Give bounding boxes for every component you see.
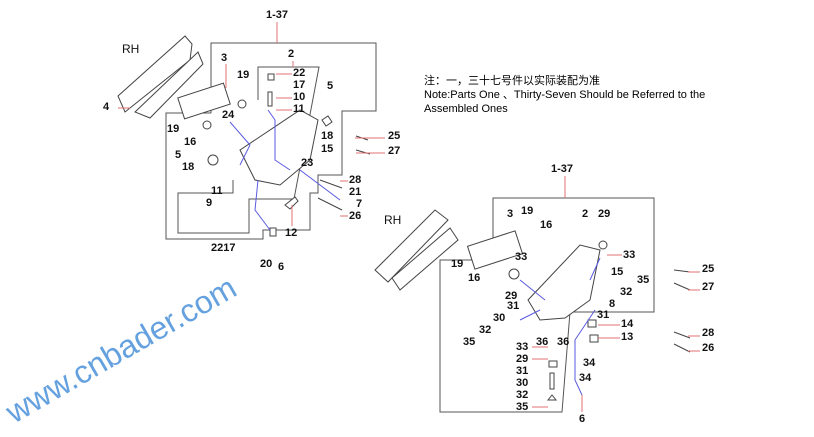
oil-cooler-icon: [466, 230, 524, 270]
note-english-line2: Assembled Ones: [424, 103, 508, 115]
rh-label-left: RH: [122, 42, 140, 56]
callout-left-15: 5: [175, 149, 182, 161]
callout-right-1: 3: [507, 208, 514, 220]
callout-left-2: 2: [288, 48, 295, 60]
callout-right-21: 13: [621, 331, 634, 343]
callout-left-13: 18: [321, 130, 334, 142]
callout-right-0: 1-37: [551, 163, 574, 175]
gasket-icon: [117, 35, 193, 113]
callout-right-24: 33: [516, 341, 529, 353]
callout-right-15: 31: [597, 309, 610, 321]
callout-left-10: 24: [222, 109, 235, 121]
callout-left-0: 1-37: [266, 9, 289, 21]
callout-right-34: 27: [702, 281, 715, 293]
oil-filter-housing-icon: [527, 244, 601, 321]
callout-right-36: 26: [702, 342, 715, 354]
callout-left-16: 18: [182, 161, 195, 173]
callout-right-22: 36: [536, 336, 549, 348]
callout-right-7: 19: [451, 258, 464, 270]
callout-right-30: 34: [583, 357, 596, 369]
callout-left-9: 4: [103, 101, 110, 113]
callout-left-17: 23: [301, 157, 314, 169]
callout-right-3: 16: [540, 219, 553, 231]
callout-left-29: 27: [388, 145, 401, 157]
right-parts: [374, 209, 691, 401]
callout-right-23: 36: [557, 336, 570, 348]
callout-right-25: 29: [516, 353, 529, 365]
callout-right-28: 32: [516, 389, 529, 401]
callout-left-21: 26: [349, 210, 362, 222]
callout-right-16: 31: [507, 300, 520, 312]
callout-left-19: 21: [349, 186, 362, 198]
callout-right-9: 33: [515, 251, 528, 263]
callout-right-10: 29: [505, 290, 518, 302]
callout-right-11: 15: [611, 266, 624, 278]
connection-lines: [229, 109, 601, 396]
callout-right-12: 35: [637, 274, 650, 286]
callout-right-14: 8: [609, 298, 616, 310]
callout-left-6: 10: [293, 91, 306, 103]
callout-left-28: 25: [388, 130, 401, 142]
callout-left-24: 12: [285, 227, 298, 239]
callout-right-20: 14: [621, 318, 634, 330]
callout-right-27: 30: [516, 377, 529, 389]
rh-label-right: RH: [384, 213, 402, 227]
callout-left-27: 6: [278, 261, 285, 273]
callout-left-1: 3: [221, 52, 228, 64]
callout-right-26: 31: [516, 365, 529, 377]
subassembly-outline-left: [177, 66, 320, 234]
callout-right-6: 33: [623, 249, 636, 261]
callout-left-26: 20: [260, 258, 273, 270]
leader-lines: [118, 22, 700, 412]
callout-left-7: 11: [293, 103, 305, 115]
callout-right-18: 32: [479, 324, 492, 336]
assembly-note: 注：一，三十七号件以实际装配为准 Note:Parts One 、Thirty-…: [424, 74, 705, 116]
callout-left-20: 7: [356, 198, 363, 210]
callout-left-23: 9: [206, 197, 213, 209]
callout-right-8: 16: [468, 272, 481, 284]
callout-right-31: 34: [579, 372, 592, 384]
callout-right-2: 19: [521, 205, 534, 217]
callout-left-11: 19: [167, 123, 180, 135]
note-chinese: 注：一，三十七号件以实际装配为准: [424, 74, 600, 87]
callout-left-8: 5: [327, 80, 334, 92]
callout-right-17: 30: [493, 312, 506, 324]
oil-cooler-icon: [177, 82, 231, 120]
assembly-outline-left: [165, 42, 377, 240]
callout-right-35: 28: [702, 327, 715, 339]
callout-left-14: 15: [321, 143, 334, 155]
callout-right-29: 35: [516, 401, 529, 413]
callout-left-4: 22: [293, 67, 306, 79]
gasket-icon: [374, 209, 449, 283]
callout-right-4: 2: [582, 208, 589, 220]
callout-right-33: 25: [702, 263, 715, 275]
callout-left-18: 28: [349, 174, 362, 186]
callout-right-5: 29: [598, 208, 611, 220]
callout-left-3: 19: [237, 69, 250, 81]
callout-left-5: 17: [293, 79, 306, 91]
callout-right-19: 35: [463, 336, 476, 348]
oil-filter-housing-icon: [239, 109, 319, 186]
callout-right-32: 6: [579, 413, 586, 425]
note-english-line1: Note:Parts One 、Thirty-Seven Should be R…: [424, 89, 706, 101]
callout-left-22: 11: [211, 185, 223, 197]
left-parts: [117, 35, 371, 237]
callout-left-25: 2217: [211, 242, 236, 254]
watermark: www.cnbader.com: [0, 269, 242, 431]
callout-right-13: 32: [620, 286, 633, 298]
callout-left-12: 16: [184, 136, 197, 148]
